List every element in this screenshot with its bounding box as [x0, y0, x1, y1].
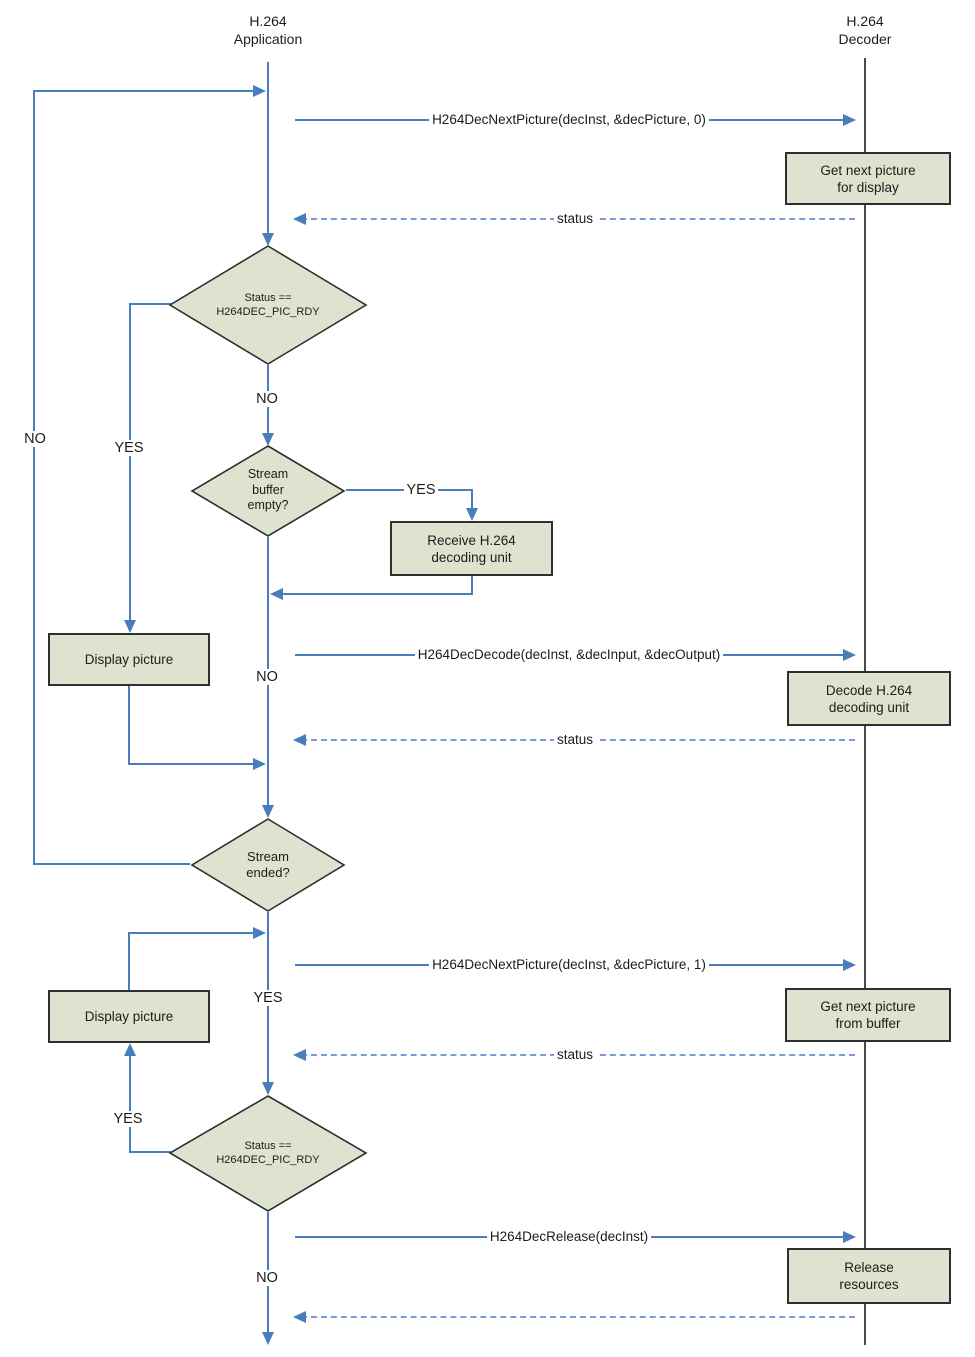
decision-label-stream-buffer-empty: Stream buffer empty?: [247, 467, 289, 512]
arrowhead-down-icon: [262, 805, 274, 818]
status-label: status: [301, 1046, 849, 1064]
process-release-resources: Release resources: [787, 1248, 951, 1304]
message-next-picture-0: H264DecNextPicture(decInst, &decPicture,…: [295, 111, 843, 129]
status-label: status: [301, 731, 849, 749]
decision-stream-buffer-empty: [190, 445, 346, 537]
process-get-next-picture-display: Get next picture for display: [785, 152, 951, 205]
branch-label-no-1: NO: [254, 391, 280, 407]
decision-status-pic-rdy-1: [168, 245, 368, 365]
branch-label-no-loop: NO: [22, 431, 48, 447]
decoder-title-line1: H.264: [846, 13, 884, 29]
flow-line: [283, 593, 473, 595]
flow-line: [128, 932, 253, 934]
decision-label-status-pic-rdy-2: Status == H264DEC_PIC_RDY: [216, 1140, 320, 1166]
decoder-title-line2: Decoder: [838, 31, 892, 47]
decision-status-pic-rdy-2: [168, 1095, 368, 1212]
arrowhead-right-icon: [253, 758, 266, 770]
process-decode-unit: Decode H.264 decoding unit: [787, 671, 951, 726]
yes-branch-line: [129, 303, 171, 305]
flow-line: [128, 763, 253, 765]
process-display-picture-2: Display picture: [48, 990, 210, 1043]
arrowhead-right-icon: [253, 927, 266, 939]
arrowhead-down-icon: [262, 1082, 274, 1095]
decision-label-status-pic-rdy-1: Status == H264DEC_PIC_RDY: [216, 292, 320, 318]
application-lifeline-title: H.264 Application: [188, 12, 348, 48]
no-loop-line: [33, 90, 253, 92]
arrowhead-right-icon: [253, 85, 266, 97]
arrowhead-left-icon: [293, 1311, 306, 1323]
message-next-picture-1: H264DecNextPicture(decInst, &decPicture,…: [295, 956, 843, 974]
arrowhead-down-icon: [262, 233, 274, 246]
branch-label-no-2: NO: [254, 669, 280, 685]
no-loop-line: [33, 90, 35, 865]
arrowhead-left-icon: [293, 213, 306, 225]
branch-label-no-3: NO: [254, 1270, 280, 1286]
yes-branch-line: [129, 1151, 171, 1153]
decision-stream-ended: [190, 818, 346, 912]
message-release: H264DecRelease(decInst): [295, 1228, 843, 1246]
decoder-lifeline-title: H.264 Decoder: [785, 12, 945, 48]
process-receive-unit: Receive H.264 decoding unit: [390, 521, 553, 576]
status-return-line: [301, 1316, 855, 1318]
branch-label-yes-1: YES: [112, 440, 146, 456]
arrowhead-right-icon: [843, 959, 856, 971]
arrowhead-left-icon: [293, 734, 306, 746]
application-title-line2: Application: [233, 31, 303, 47]
flow-line: [128, 686, 130, 764]
arrowhead-down-icon: [262, 1332, 274, 1345]
process-get-next-picture-buffer: Get next picture from buffer: [785, 988, 951, 1042]
yes-branch-line: [129, 303, 131, 620]
yes-branch-line: [471, 489, 473, 508]
process-display-picture-1: Display picture: [48, 633, 210, 686]
status-label: status: [301, 210, 849, 228]
branch-label-yes-4: YES: [111, 1111, 145, 1127]
branch-label-yes-3: YES: [251, 990, 285, 1006]
arrowhead-up-icon: [124, 1043, 136, 1056]
arrowhead-down-icon: [466, 508, 478, 521]
arrowhead-right-icon: [843, 649, 856, 661]
arrowhead-left-icon: [293, 1049, 306, 1061]
no-loop-line: [33, 863, 190, 865]
branch-label-yes-2: YES: [404, 482, 438, 498]
flow-line: [471, 576, 473, 594]
app-flow-line: [267, 62, 269, 233]
application-title-line1: H.264: [249, 13, 287, 29]
arrowhead-down-icon: [262, 433, 274, 446]
decision-label-stream-ended: Stream ended?: [246, 849, 290, 880]
yes-branch-line: [129, 1056, 131, 1153]
flow-line: [128, 932, 130, 990]
message-decode: H264DecDecode(decInst, &decInput, &decOu…: [295, 646, 843, 664]
arrowhead-down-icon: [124, 620, 136, 633]
arrowhead-right-icon: [843, 1231, 856, 1243]
arrowhead-right-icon: [843, 114, 856, 126]
arrowhead-left-icon: [270, 588, 283, 600]
